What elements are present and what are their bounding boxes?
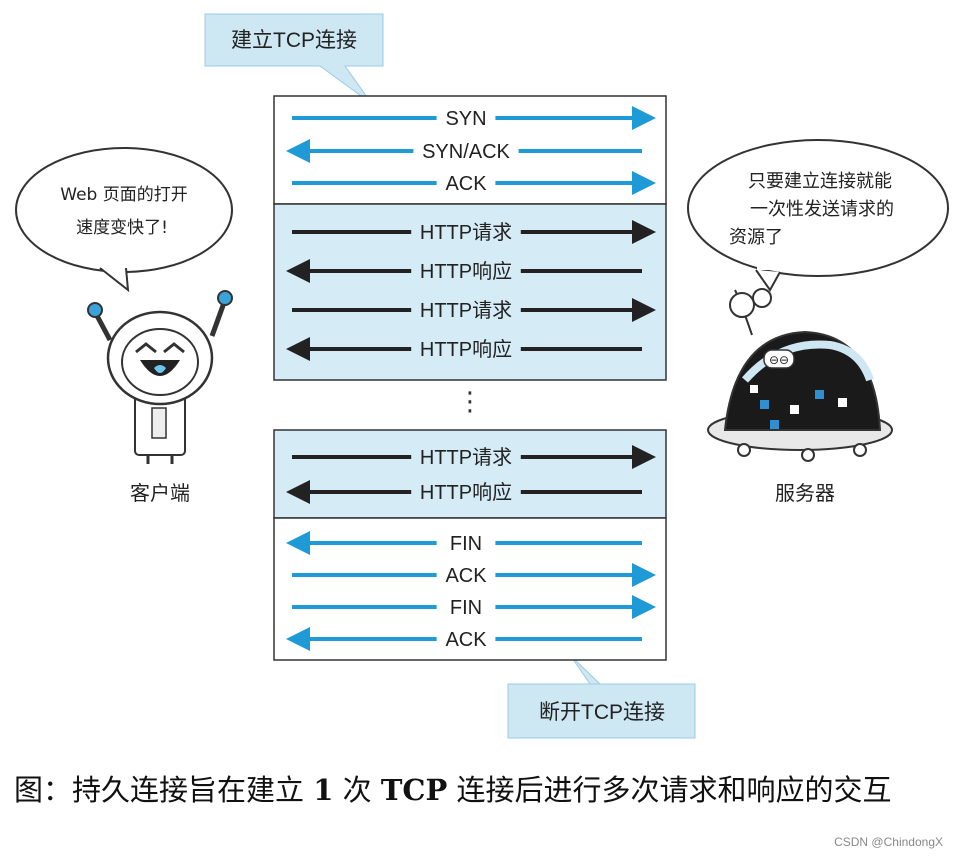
http-block1-message-2: HTTP响应 [286,259,642,283]
client-speech-line1: Web 页面的打开 [60,185,187,205]
message-label: SYN/ACK [422,141,510,163]
ellipsis: ⋮ [457,387,483,417]
teardown-message-2: ACK [292,563,656,587]
handshake-message-2: SYN/ACK [286,139,642,163]
server-speech-bubble: 只要建立连接就能 一次性发送请求的 资源了 [687,139,949,292]
http-block2-message-2: HTTP响应 [286,480,642,504]
message-label: HTTP响应 [420,481,512,504]
teardown-message-1: FIN [286,531,642,555]
caption-tcp: TCP [380,773,448,807]
message-label: HTTP响应 [420,260,512,283]
callout-disconnect: 断开TCP连接 [507,654,696,739]
server-robot-icon: ⊖⊖ [707,288,893,462]
message-label: FIN [450,597,482,619]
callout-disconnect-label: 断开TCP连接 [539,701,665,724]
svg-text:⊖⊖: ⊖⊖ [769,353,789,367]
message-label: HTTP响应 [420,338,512,361]
handshake-message-3: ACK [292,171,656,195]
caption-prefix: 图：持久连接旨在建立 [14,773,314,807]
message-label: ACK [445,565,487,587]
http-panel-2 [273,429,667,519]
message-label: HTTP请求 [420,299,512,322]
caption-mid: 次 [333,773,381,807]
caption-suffix: 连接后进行多次请求和响应的交互 [447,773,892,807]
client-label: 客户端 [130,482,190,505]
caption-number: 1 [313,773,334,807]
client-robot-icon [87,290,233,464]
callout-establish: 建立TCP连接 [204,13,384,105]
handshake-message-1: SYN [292,106,656,130]
message-label: SYN [445,108,486,130]
server-speech-line1: 只要建立连接就能 [748,171,892,192]
teardown-message-4: ACK [286,627,642,651]
client-speech-bubble: Web 页面的打开 速度变快了! [15,147,233,293]
server-label: 服务器 [775,482,835,505]
message-label: HTTP请求 [420,221,512,244]
server-speech-line3: 资源了 [729,227,783,248]
watermark: CSDN @ChindongX [834,835,943,849]
persistent-connection-diagram: 建立TCP连接 断开TCP连接 ⋮ SYN SYN/ACK ACK HTTP请求 HTT… [15,13,949,739]
figure-caption: 图：持久连接旨在建立 1 次 TCP 连接后进行多次请求和响应的交互 [14,770,939,810]
teardown-message-3: FIN [292,595,656,619]
client-speech-line2: 速度变快了! [76,218,168,238]
message-label: HTTP请求 [420,446,512,469]
http-block1-message-3: HTTP请求 [292,298,656,322]
http-block2-message-1: HTTP请求 [292,445,656,469]
message-label: ACK [445,173,487,195]
message-arrows: SYN SYN/ACK ACK HTTP请求 HTTP响应 HTTP请求 HTTP响应 HTT… [286,106,656,651]
callout-establish-label: 建立TCP连接 [231,29,357,52]
message-label: FIN [450,533,482,555]
http-block1-message-1: HTTP请求 [292,220,656,244]
server-speech-line2: 一次性发送请求的 [750,199,894,220]
http-block1-message-4: HTTP响应 [286,337,642,361]
message-label: ACK [445,629,487,651]
